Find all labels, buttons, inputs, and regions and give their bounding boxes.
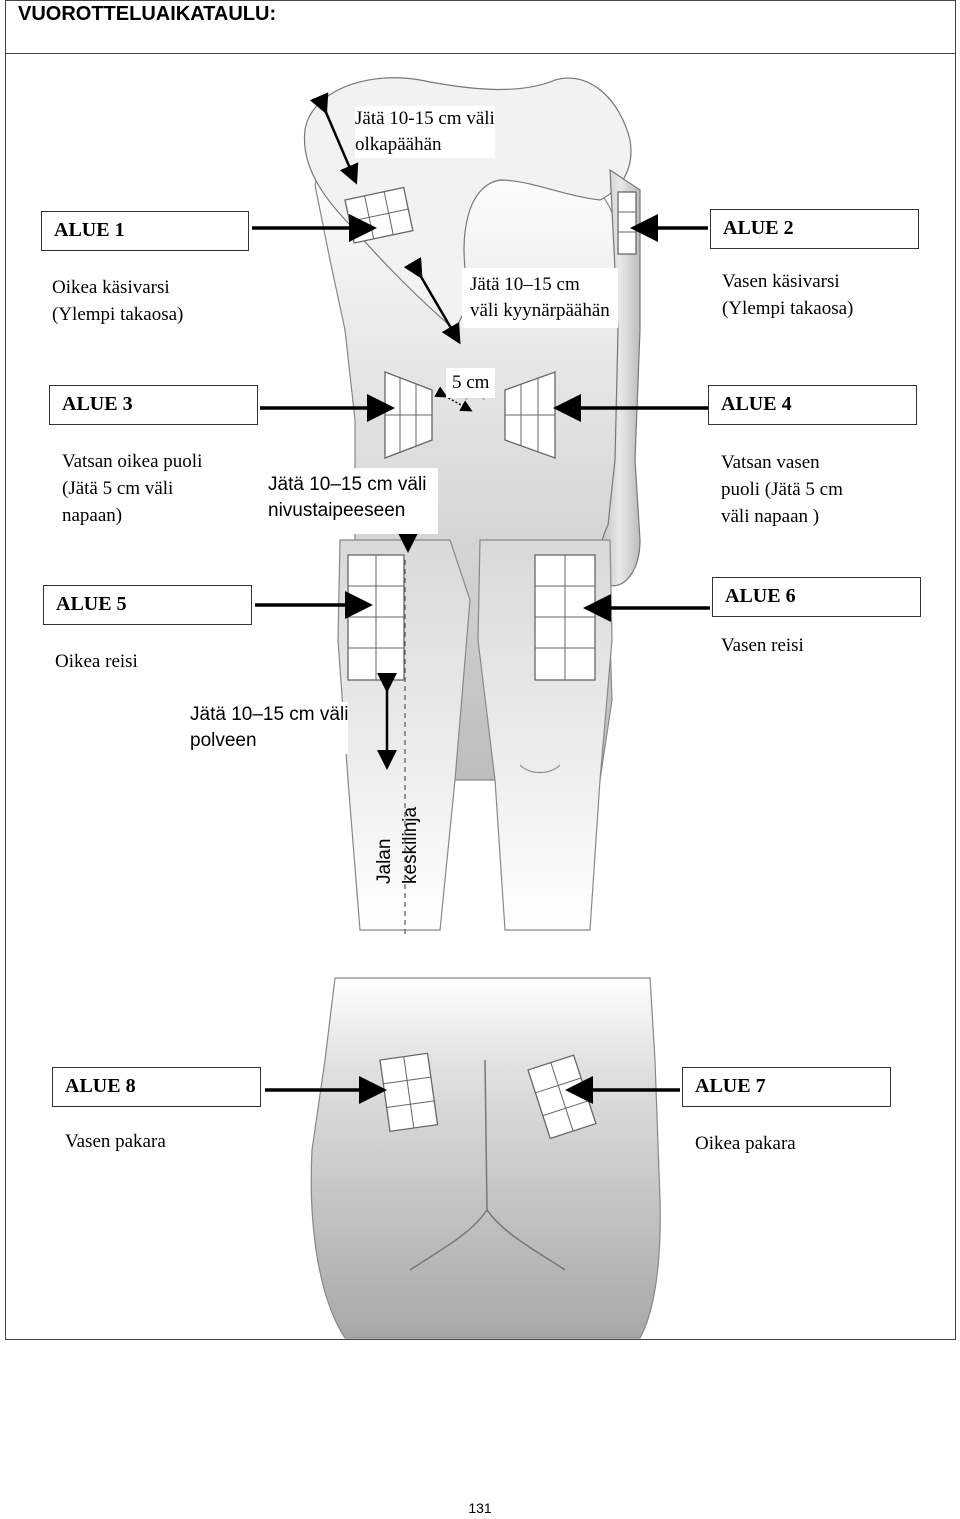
zone8-label: ALUE 8: [65, 1075, 136, 1097]
gluteal-cleft: [409, 1059, 566, 1271]
page-frame: [5, 0, 956, 1340]
page-title: VUOROTTELUAIKATAULU:: [18, 3, 277, 25]
zone3-description: Vatsan oikea puoli (Jätä 5 cm väli napaa…: [62, 448, 202, 529]
zone5-description: Oikea reisi: [55, 648, 138, 675]
knee-line: [519, 764, 561, 774]
leg-midline-label: Jalan keskilinja: [360, 772, 430, 902]
zone4-desc-line1: Vatsan vasen: [721, 452, 820, 473]
distance-arrow-navel: [434, 386, 473, 412]
injection-grid-zone8: [379, 1052, 439, 1133]
zone7-label-box: ALUE 7: [682, 1067, 891, 1107]
zone3-label: ALUE 3: [62, 393, 133, 415]
midline-label-line2: keskilinja: [400, 806, 421, 884]
zone4-label: ALUE 4: [721, 393, 792, 415]
zone6-label: ALUE 6: [725, 585, 796, 607]
injection-grid-zone5: [347, 554, 405, 681]
zone7-label: ALUE 7: [695, 1075, 766, 1097]
zone2-label-box: ALUE 2: [710, 209, 919, 249]
zone4-desc-line3: väli napaan ): [721, 506, 820, 527]
zone1-label: ALUE 1: [54, 219, 125, 241]
back-body-figure: [310, 977, 661, 1339]
injection-grid-zone4: [504, 371, 556, 459]
zone4-description: Vatsan vasen puoli (Jätä 5 cm väli napaa…: [721, 449, 843, 530]
zone7-desc-line1: Oikea pakara: [695, 1133, 796, 1154]
zone5-label-box: ALUE 5: [43, 585, 252, 625]
knee-note-line1: Jätä 10–15 cm väli: [190, 704, 349, 725]
distance-arrow-shoulder: [309, 92, 359, 185]
knee-note-line2: polveen: [190, 730, 257, 751]
navel-note-text: 5 cm: [452, 372, 490, 393]
zone6-label-box: ALUE 6: [712, 577, 921, 617]
distance-arrow-elbow: [403, 257, 461, 345]
zone7-description: Oikea pakara: [695, 1130, 796, 1157]
zone6-desc-line1: Vasen reisi: [721, 635, 804, 656]
shoulder-note-line2: olkapäähän: [355, 134, 442, 155]
groin-note-line2: nivustaipeeseen: [268, 500, 406, 521]
shoulder-distance-note: Jätä 10-15 cm väli olkapäähän: [355, 106, 495, 158]
zone5-label: ALUE 5: [56, 593, 127, 615]
elbow-note-line2: väli kyynärpäähän: [470, 300, 610, 321]
zone2-desc-line2: (Ylempi takaosa): [722, 298, 854, 319]
zone3-desc-line3: napaan): [62, 505, 123, 526]
zone3-desc-line2: (Jätä 5 cm väli: [62, 478, 174, 499]
zone8-label-box: ALUE 8: [52, 1067, 261, 1107]
zone2-description: Vasen käsivarsi (Ylempi takaosa): [722, 268, 853, 322]
midline-label-line1: Jalan: [374, 838, 395, 884]
zone6-description: Vasen reisi: [721, 632, 804, 659]
zone5-desc-line1: Oikea reisi: [55, 651, 138, 672]
injection-grid-zone6: [534, 554, 596, 681]
zone4-label-box: ALUE 4: [708, 385, 917, 425]
zone2-desc-line1: Vasen käsivarsi: [722, 271, 840, 292]
groin-note-line1: Jätä 10–15 cm väli: [268, 474, 427, 495]
zone1-desc-line2: (Ylempi takaosa): [52, 304, 184, 325]
title-bar: VUOROTTELUAIKATAULU:: [5, 0, 956, 54]
zone1-description: Oikea käsivarsi (Ylempi takaosa): [52, 274, 183, 328]
zone8-desc-line1: Vasen pakara: [65, 1131, 166, 1152]
shoulder-note-line1: Jätä 10-15 cm väli: [355, 108, 495, 129]
zone2-label: ALUE 2: [723, 217, 794, 239]
body-diagram: [252, 77, 710, 1339]
zone1-label-box: ALUE 1: [41, 211, 249, 251]
zone4-desc-line2: puoli (Jätä 5 cm: [721, 479, 843, 500]
zone3-label-box: ALUE 3: [49, 385, 258, 425]
knee-distance-note: Jätä 10–15 cm väli polveen: [190, 702, 349, 754]
zone1-desc-line1: Oikea käsivarsi: [52, 277, 170, 298]
zone3-desc-line1: Vatsan oikea puoli: [62, 451, 203, 472]
elbow-note-line1: Jätä 10–15 cm: [470, 274, 580, 295]
injection-grid-zone2: [617, 191, 637, 255]
groin-distance-note: Jätä 10–15 cm väli nivustaipeeseen: [258, 468, 439, 534]
elbow-distance-note: Jätä 10–15 cm väli kyynärpäähän: [462, 268, 618, 328]
zone8-description: Vasen pakara: [65, 1128, 166, 1155]
page-number: 131: [468, 1500, 492, 1516]
navel-distance-note: 5 cm: [446, 368, 496, 398]
